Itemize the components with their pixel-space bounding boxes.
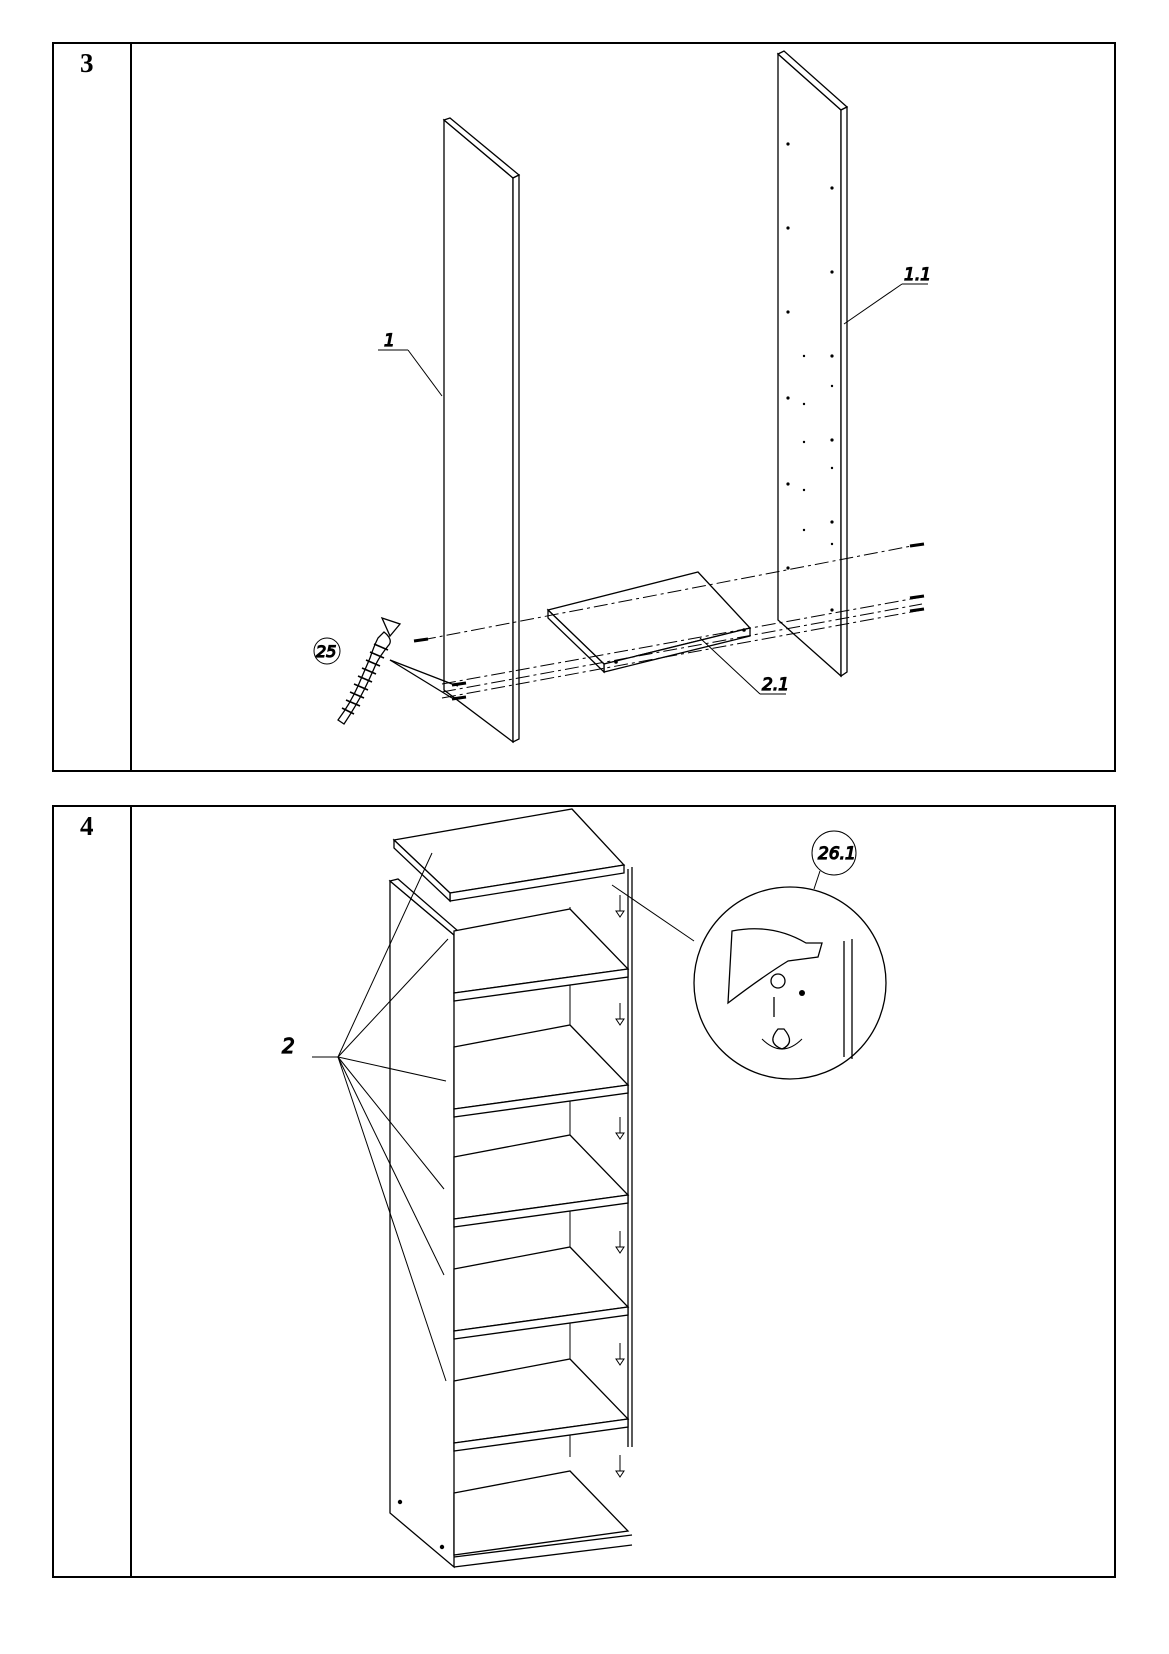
label-fitting: 26.1 [818, 844, 856, 864]
shelf-pin-arrows [615, 895, 625, 1478]
shelves [453, 908, 630, 1556]
cabinet-side-panel [388, 878, 459, 1569]
step-number-cell: 4 [54, 807, 132, 1576]
step-3-panel: 3 [52, 42, 1116, 772]
label-bottom: 2.1 [762, 675, 789, 695]
shelf-leader-lines [312, 852, 449, 1382]
fitting-detail-callout [611, 830, 887, 1080]
alignment-lines [421, 543, 923, 699]
label-side-right: 1.1 [904, 265, 931, 285]
callout-circle [313, 637, 341, 665]
label-shelf: 2 [282, 1034, 295, 1058]
label-fitting: 25 [316, 642, 336, 661]
label-side-left: 1 [384, 331, 395, 351]
side-panel-left [442, 117, 521, 744]
leader-lines [378, 283, 928, 695]
side-panel-right [776, 50, 849, 678]
step-4-panel: 4 [52, 805, 1116, 1578]
step-number: 3 [80, 48, 94, 78]
step-4-drawing: 2 26.1 [281, 808, 887, 1569]
top-panel [392, 808, 626, 903]
step-3-drawing: 1 1.1 2.1 25 [313, 50, 932, 744]
step-number: 4 [80, 811, 94, 841]
confirmat-screw-icon [337, 616, 459, 725]
step-number-cell: 3 [54, 44, 132, 770]
